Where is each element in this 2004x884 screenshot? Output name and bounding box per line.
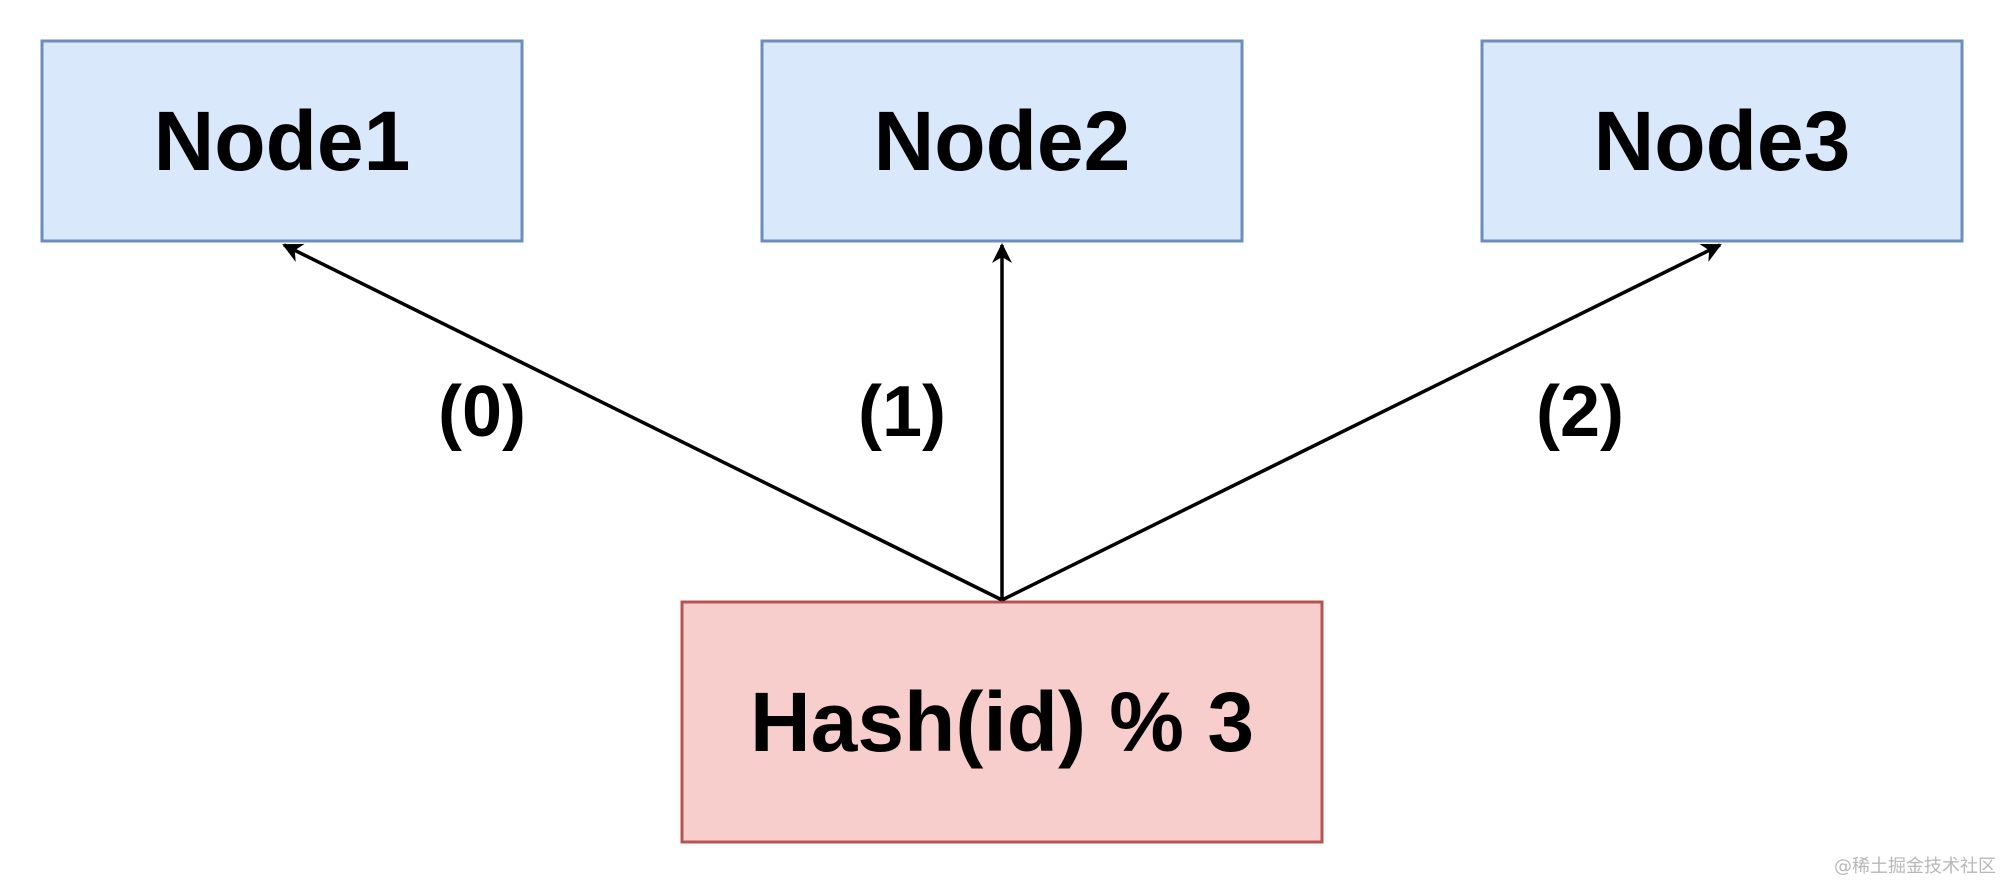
node-3-label: Node3	[1594, 94, 1851, 188]
hash-function-rect	[680, 600, 1324, 844]
node-2[interactable]: Node2	[760, 39, 1244, 243]
node-2-box	[760, 39, 1244, 243]
edge-to-node-1	[282, 243, 1003, 602]
watermark-text: @稀土掘金技术社区	[1834, 856, 1996, 877]
node-1-box	[40, 39, 524, 243]
node-1-label: Node1	[154, 94, 411, 188]
node-2-label: Node2	[874, 94, 1131, 188]
node-3-box	[1480, 39, 1964, 243]
edge-label-1: (1)	[858, 372, 946, 452]
hash-function-box[interactable]: Hash(id) % 3	[680, 600, 1324, 844]
edge-label-2: (2)	[1536, 372, 1624, 452]
hash-function-label: Hash(id) % 3	[750, 675, 1254, 769]
node-3[interactable]: Node3	[1480, 39, 1964, 243]
edge-to-node-3	[1001, 243, 1722, 602]
node-1[interactable]: Node1	[40, 39, 524, 243]
edge-label-0: (0)	[438, 372, 526, 452]
